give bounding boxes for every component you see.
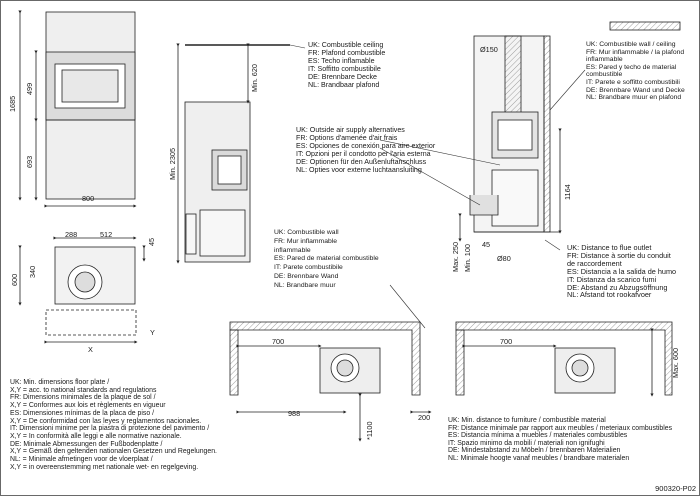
furniture-note: UK: Min. distance to furniture / combust… xyxy=(448,417,673,462)
dim-side-max250: Max. 250 xyxy=(451,241,460,272)
axis-y: Y xyxy=(150,328,155,337)
axis-x: X xyxy=(88,345,93,354)
dim-flue-height: 1164 xyxy=(563,184,572,200)
dim-top-depth-b: 340 xyxy=(28,265,37,278)
dim-overall-height: 1685 xyxy=(8,95,17,112)
dim-bottom-left: 700 xyxy=(272,337,285,346)
dim-bottom-1100: *1100 xyxy=(365,421,374,440)
dim-top-offset-a: 288 xyxy=(65,230,78,239)
dim-ceiling-clearance: Min. 620 xyxy=(250,64,259,92)
dim-upper-height: 499 xyxy=(25,82,34,95)
section-view xyxy=(458,35,562,242)
leader-lines xyxy=(289,44,586,329)
dim-top-offset-b: 512 xyxy=(100,230,113,239)
wall-plan-left xyxy=(229,321,432,442)
dim-bottom-max600: Max. 600 xyxy=(671,347,680,378)
dim-side-min100: Min. 100 xyxy=(463,244,472,272)
dim-air-diameter: Ø80 xyxy=(497,254,511,263)
dim-bottom-988: 988 xyxy=(288,409,301,418)
dim-bottom-200: 200 xyxy=(418,413,431,422)
floor-note: UK: Min. dimensions floor plate /X,Y = a… xyxy=(10,379,217,471)
wall-symbol xyxy=(609,21,681,31)
top-plan-view xyxy=(18,236,146,344)
dim-flue-diameter: Ø150 xyxy=(480,45,498,54)
dim-top-depth-a: 45 xyxy=(147,237,156,246)
side-elevation xyxy=(176,43,290,264)
dim-width: 800 xyxy=(82,194,95,203)
dim-ceiling-height: Min. 2305 xyxy=(168,147,177,180)
dim-lower-height: 693 xyxy=(25,155,34,168)
drawing-reference: 900320-P02 xyxy=(655,484,696,493)
dim-bottom-right: 700 xyxy=(500,337,513,346)
front-view xyxy=(18,10,137,208)
dim-side-depth: 45 xyxy=(482,240,491,249)
dim-top-total: 600 xyxy=(10,273,19,286)
wall-plan-right xyxy=(455,321,673,397)
